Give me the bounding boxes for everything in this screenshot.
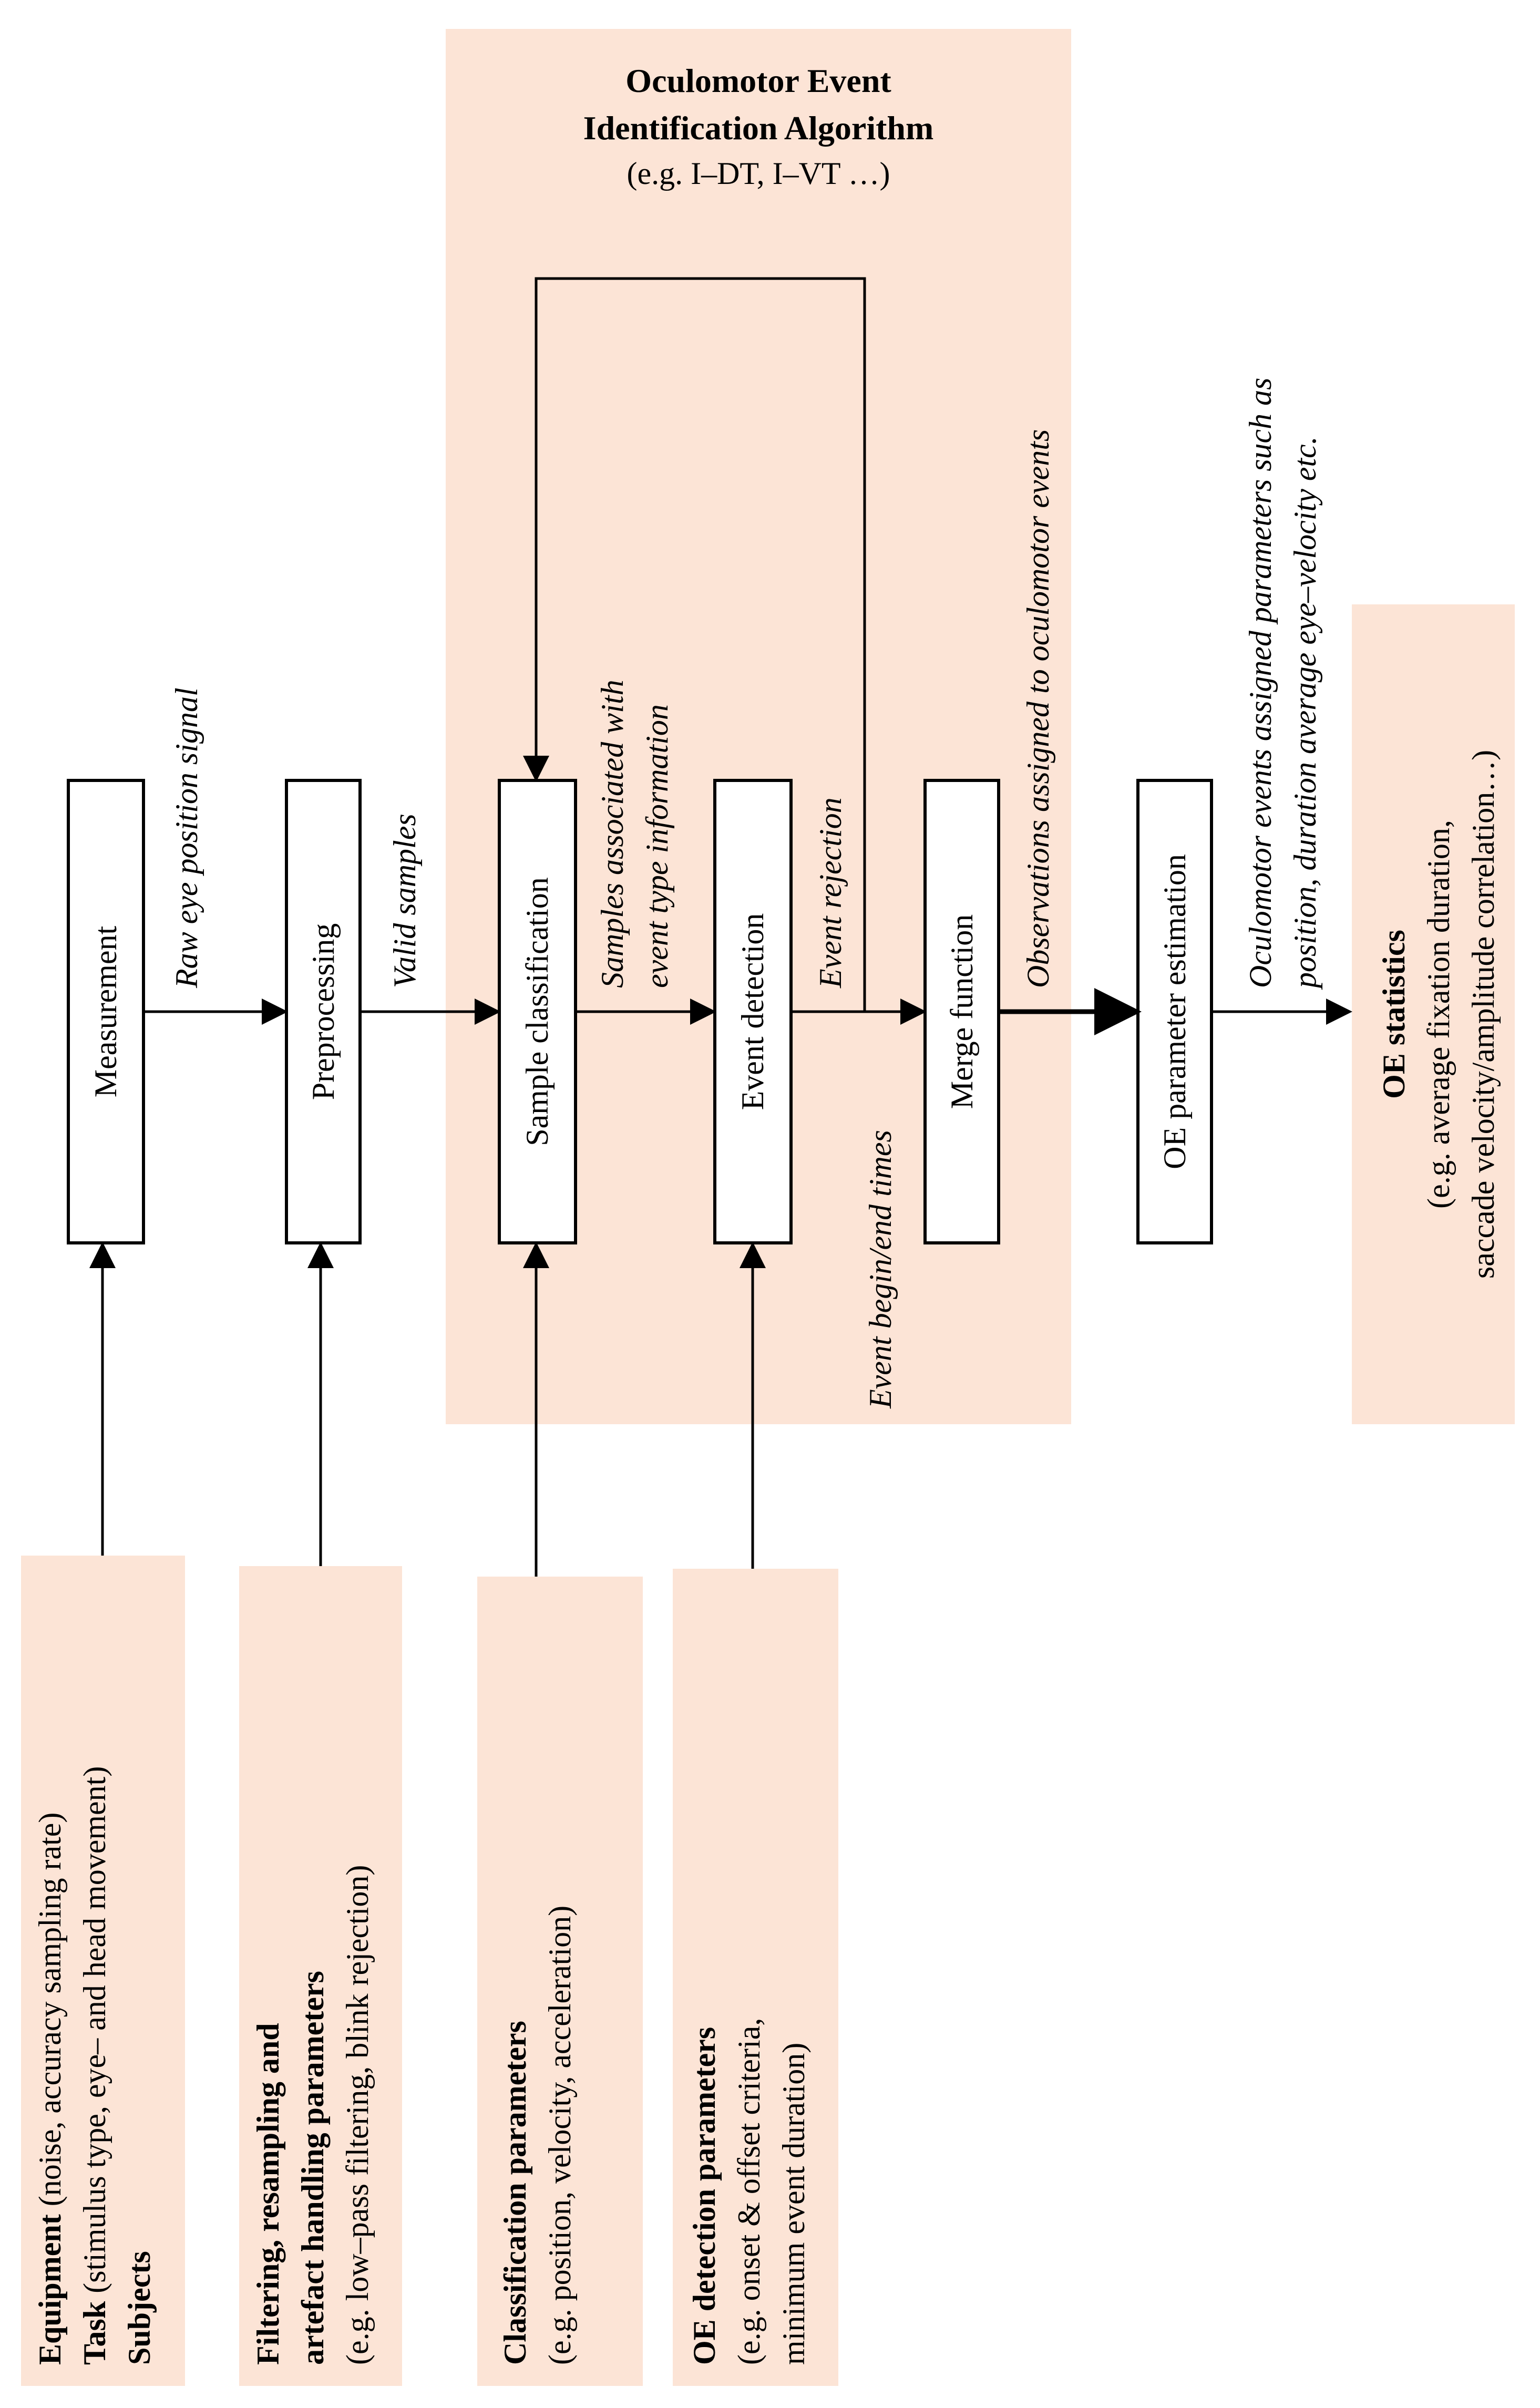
classification-line1: Classification parameters xyxy=(498,2021,532,2365)
measurement-label: Measurement xyxy=(88,925,123,1097)
algorithm-title-line1: Oculomotor Event xyxy=(625,62,891,99)
equipment-label: Equipment xyxy=(33,2214,67,2365)
event-detection-box xyxy=(713,779,793,1244)
oe-statistics-title: OE statistics xyxy=(1377,930,1411,1099)
label-valid-samples: Valid samples xyxy=(387,814,422,988)
equipment-line1: Equipment (noise, accuracy sampling rate… xyxy=(33,1813,67,2365)
oe-statistics-line2: saccade velocity/amplitude correlation…) xyxy=(1466,750,1501,1279)
preprocessing-box xyxy=(285,779,362,1244)
oe-detection-line1: OE detection parameters xyxy=(687,2027,722,2365)
equipment-detail: (noise, accuracy sampling rate) xyxy=(33,1813,67,2215)
algorithm-subtitle: (e.g. I–DT, I–VT …) xyxy=(627,156,890,191)
oe-detection-line2: (e.g. onset & offset criteria, xyxy=(732,2018,766,2365)
classification-input-panel xyxy=(477,1577,643,2386)
oe-statistics-line1: (e.g. average fixation duration, xyxy=(1421,820,1456,1209)
merge-function-label: Merge function xyxy=(944,914,979,1109)
oe-statistics-panel xyxy=(1352,604,1515,1424)
label-raw-eye-position-signal: Raw eye position signal xyxy=(169,687,204,989)
event-detection-label: Event detection xyxy=(735,913,770,1110)
equipment-line2: Task (stimulus type, eye– and head movem… xyxy=(77,1766,112,2365)
filtering-line3: (e.g. low–pass filtering, blink rejectio… xyxy=(340,1865,375,2365)
label-oculomotor-params-line1: Oculomotor events assigned parameters su… xyxy=(1243,377,1278,988)
label-event-rejection: Event rejection xyxy=(813,797,848,989)
filtering-line1: Filtering, resampling and xyxy=(251,2023,285,2365)
equipment-line3: Subjects xyxy=(122,2251,157,2365)
label-samples-associated-line2: event type information xyxy=(640,704,674,988)
task-label: Task xyxy=(77,2301,112,2365)
label-event-begin-end-times: Event begin/end times xyxy=(863,1130,898,1409)
algorithm-title-line2: Identification Algorithm xyxy=(583,109,934,147)
equipment-input-panel xyxy=(21,1556,185,2386)
oe-parameter-estimation-label: OE parameter estimation xyxy=(1157,854,1192,1169)
preprocessing-label: Preprocessing xyxy=(306,923,341,1100)
task-detail: (stimulus type, eye– and head movement) xyxy=(77,1766,112,2301)
label-samples-associated-line1: Samples associated with xyxy=(595,680,630,988)
oe-detection-line3: minimum event duration) xyxy=(776,2043,811,2365)
sample-classification-label: Sample classification xyxy=(520,877,555,1146)
feedback-loop-event-rejection xyxy=(523,277,866,1012)
classification-line2: (e.g. position, velocity, acceleration) xyxy=(542,1906,577,2365)
oe-parameter-estimation-box xyxy=(1136,779,1213,1244)
oe-detection-input-panel xyxy=(673,1569,838,2386)
label-observations-assigned: Observations assigned to oculomotor even… xyxy=(1021,429,1055,988)
label-oculomotor-params-line2: position, duration average eye–velocity … xyxy=(1288,436,1322,990)
filtering-input-panel xyxy=(239,1566,402,2386)
filtering-line2: artefact handling parameters xyxy=(295,1971,330,2365)
